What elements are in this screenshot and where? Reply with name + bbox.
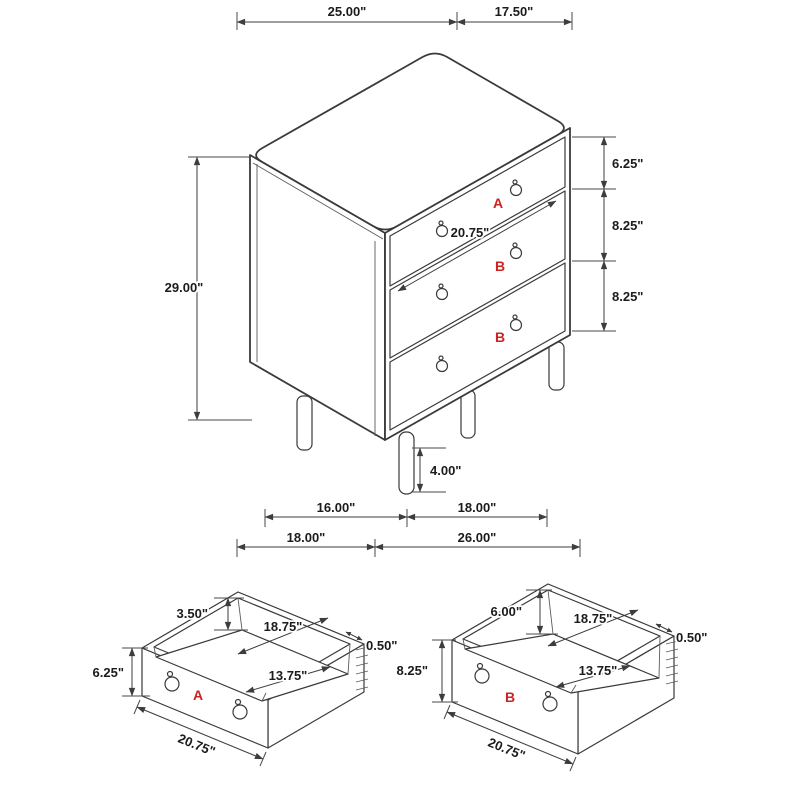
- dim-b-inner-depth: 13.75": [579, 663, 618, 678]
- dim-line-a-outer-width: [136, 706, 264, 760]
- drawer-b-detail-label: B: [505, 689, 515, 705]
- dim-a-front-height: 6.25": [93, 665, 124, 680]
- chest-leg: [398, 431, 415, 495]
- drawer-b2-label: B: [495, 329, 505, 345]
- dim-line-a-wall-thickness: [345, 631, 363, 641]
- drawer-b-joint-marks: [665, 640, 679, 685]
- chest-leg: [296, 395, 313, 451]
- dim-b-inner-width: 18.75": [574, 611, 613, 626]
- main-dimensions: 25.00" 17.50" 29.00" 6.25" 8.25" 8.25" 2…: [163, 2, 645, 557]
- knob-icon: [164, 670, 180, 692]
- knob-icon: [509, 314, 523, 332]
- dim-line-a-inner-width: [237, 617, 329, 655]
- dim-base-width: 26.00": [458, 530, 497, 545]
- dim-drawer-b2-height: 8.25": [612, 289, 643, 304]
- knob-icon: [509, 179, 523, 197]
- dim-line-a-inner-depth: [245, 666, 331, 693]
- dim-leg-span-right: 18.00": [458, 500, 497, 515]
- drawer-a-joint-marks: [355, 646, 369, 691]
- dim-b-wall-thickness: 0.50": [676, 630, 707, 645]
- top-slab-line: [252, 162, 384, 240]
- dim-line-b-inner-width: [547, 609, 639, 647]
- dim-top-width: 25.00": [328, 4, 367, 19]
- drawer-b-inner-corners: [462, 589, 661, 694]
- chest-leg: [548, 341, 565, 391]
- dim-b-outer-width: 20.75": [486, 735, 528, 763]
- knob-icon: [474, 662, 490, 684]
- dim-drawer-width: 20.75": [451, 225, 490, 240]
- dim-a-inner-drop: 3.50": [177, 606, 208, 621]
- chest-leg: [460, 389, 476, 439]
- dim-a-inner-depth: 13.75": [269, 668, 308, 683]
- dim-a-outer-width: 20.75": [176, 731, 218, 759]
- dim-a-wall-thickness: 0.50": [366, 638, 397, 653]
- dim-line-b-inner-depth: [555, 665, 631, 688]
- dim-b-front-height: 8.25": [397, 663, 428, 678]
- dim-a-inner-width: 18.75": [264, 619, 303, 634]
- chest-legs: [296, 341, 565, 495]
- dim-b-inner-drop: 6.00": [491, 604, 522, 619]
- drawer-a-inner-corners: [153, 597, 351, 702]
- dim-drawer-a-height: 6.25": [612, 156, 643, 171]
- chest-isometric-view: A B B: [249, 52, 571, 495]
- dim-base-depth: 18.00": [287, 530, 326, 545]
- dim-leg-height: 4.00": [430, 463, 461, 478]
- drawer-a-detail: A 3.50" 18.75" 0.50" 6.25" 13.75" 20.75": [91, 591, 399, 767]
- drawer-b-detail: B 6.00" 18.75" 0.50" 8.25" 13.75" 20.75": [395, 583, 709, 772]
- drawer-b2-front: [389, 262, 566, 431]
- dim-drawer-b1-height: 8.25": [612, 218, 643, 233]
- knob-icon: [435, 355, 449, 373]
- dim-top-depth: 17.50": [495, 4, 534, 19]
- dim-line-b-wall-thickness: [655, 623, 673, 633]
- drawer-a-label: A: [493, 195, 503, 211]
- drawer-b1-label: B: [495, 258, 505, 274]
- dim-leg-span-left: 16.00": [317, 500, 356, 515]
- knob-icon: [542, 690, 558, 712]
- dim-line-drawer-width: [397, 200, 557, 292]
- dim-line-b-outer-width: [446, 711, 574, 765]
- drawer-a-detail-label: A: [193, 687, 203, 703]
- dim-height: 29.00": [165, 280, 204, 295]
